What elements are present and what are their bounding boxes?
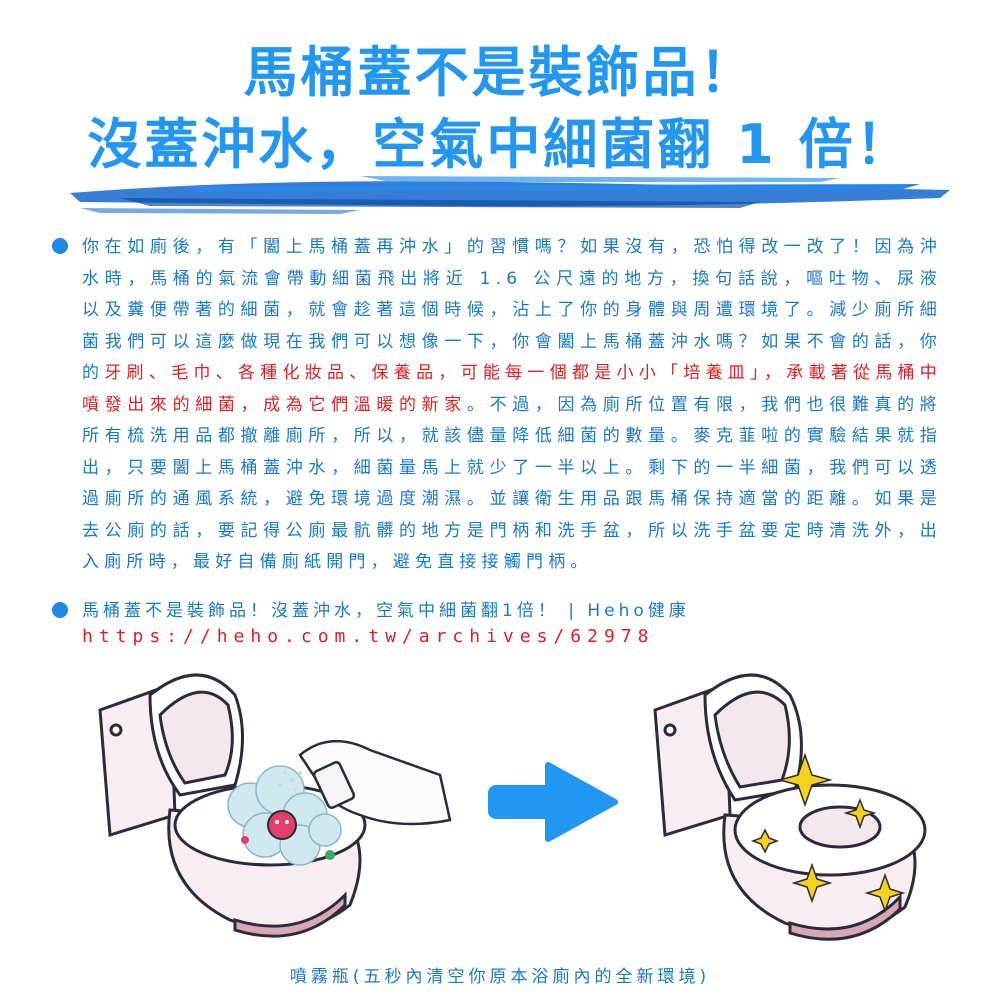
paragraph-text-a: 你在如廁後，有「闔上馬桶蓋再沖水」的習慣嗎？如果沒有，恐怕得改一改了！因為沖水時… (82, 237, 942, 383)
toilet-illustration (98, 673, 927, 941)
sparkle-icons (750, 752, 906, 914)
spray-mist (278, 771, 302, 792)
brush-stroke-decoration (70, 176, 950, 214)
paragraph-highlight: 牙刷、毛巾、各種化妝品、保養品，可能每一個都是小小「培養皿」，承載著從馬桶中噴發… (82, 363, 942, 415)
headline-line-1: 馬桶蓋不是裝飾品！ (243, 41, 757, 104)
bullet-dot (52, 602, 68, 618)
illustration-caption: 噴霧瓶(五秒內清空你原本浴廁內的全新環境) (289, 967, 711, 987)
bullet-dot (52, 238, 68, 254)
spray-hand (298, 739, 452, 826)
source-url[interactable]: https://heho.com.tw/archives/62978 (82, 626, 655, 647)
article-paragraph: 你在如廁後，有「闔上馬桶蓋再沖水」的習慣嗎？如果沒有，恐怕得改一改了！因為沖水時… (82, 232, 942, 579)
bacteria-cloud (227, 765, 342, 866)
headline-line-2: 沒蓋沖水，空氣中細菌翻 1 倍！ (87, 113, 913, 176)
arrow-right-icon (488, 762, 618, 842)
paragraph-text-b: 。不過，因為廁所位置有限，我們也很難真的將所有梳洗用品都撤離廁所，所以，就該儘量… (82, 394, 942, 573)
source-title: 馬桶蓋不是裝飾品！沒蓋沖水，空氣中細菌翻1倍！ | Heho健康 (82, 601, 690, 621)
germ-icon (267, 810, 297, 840)
